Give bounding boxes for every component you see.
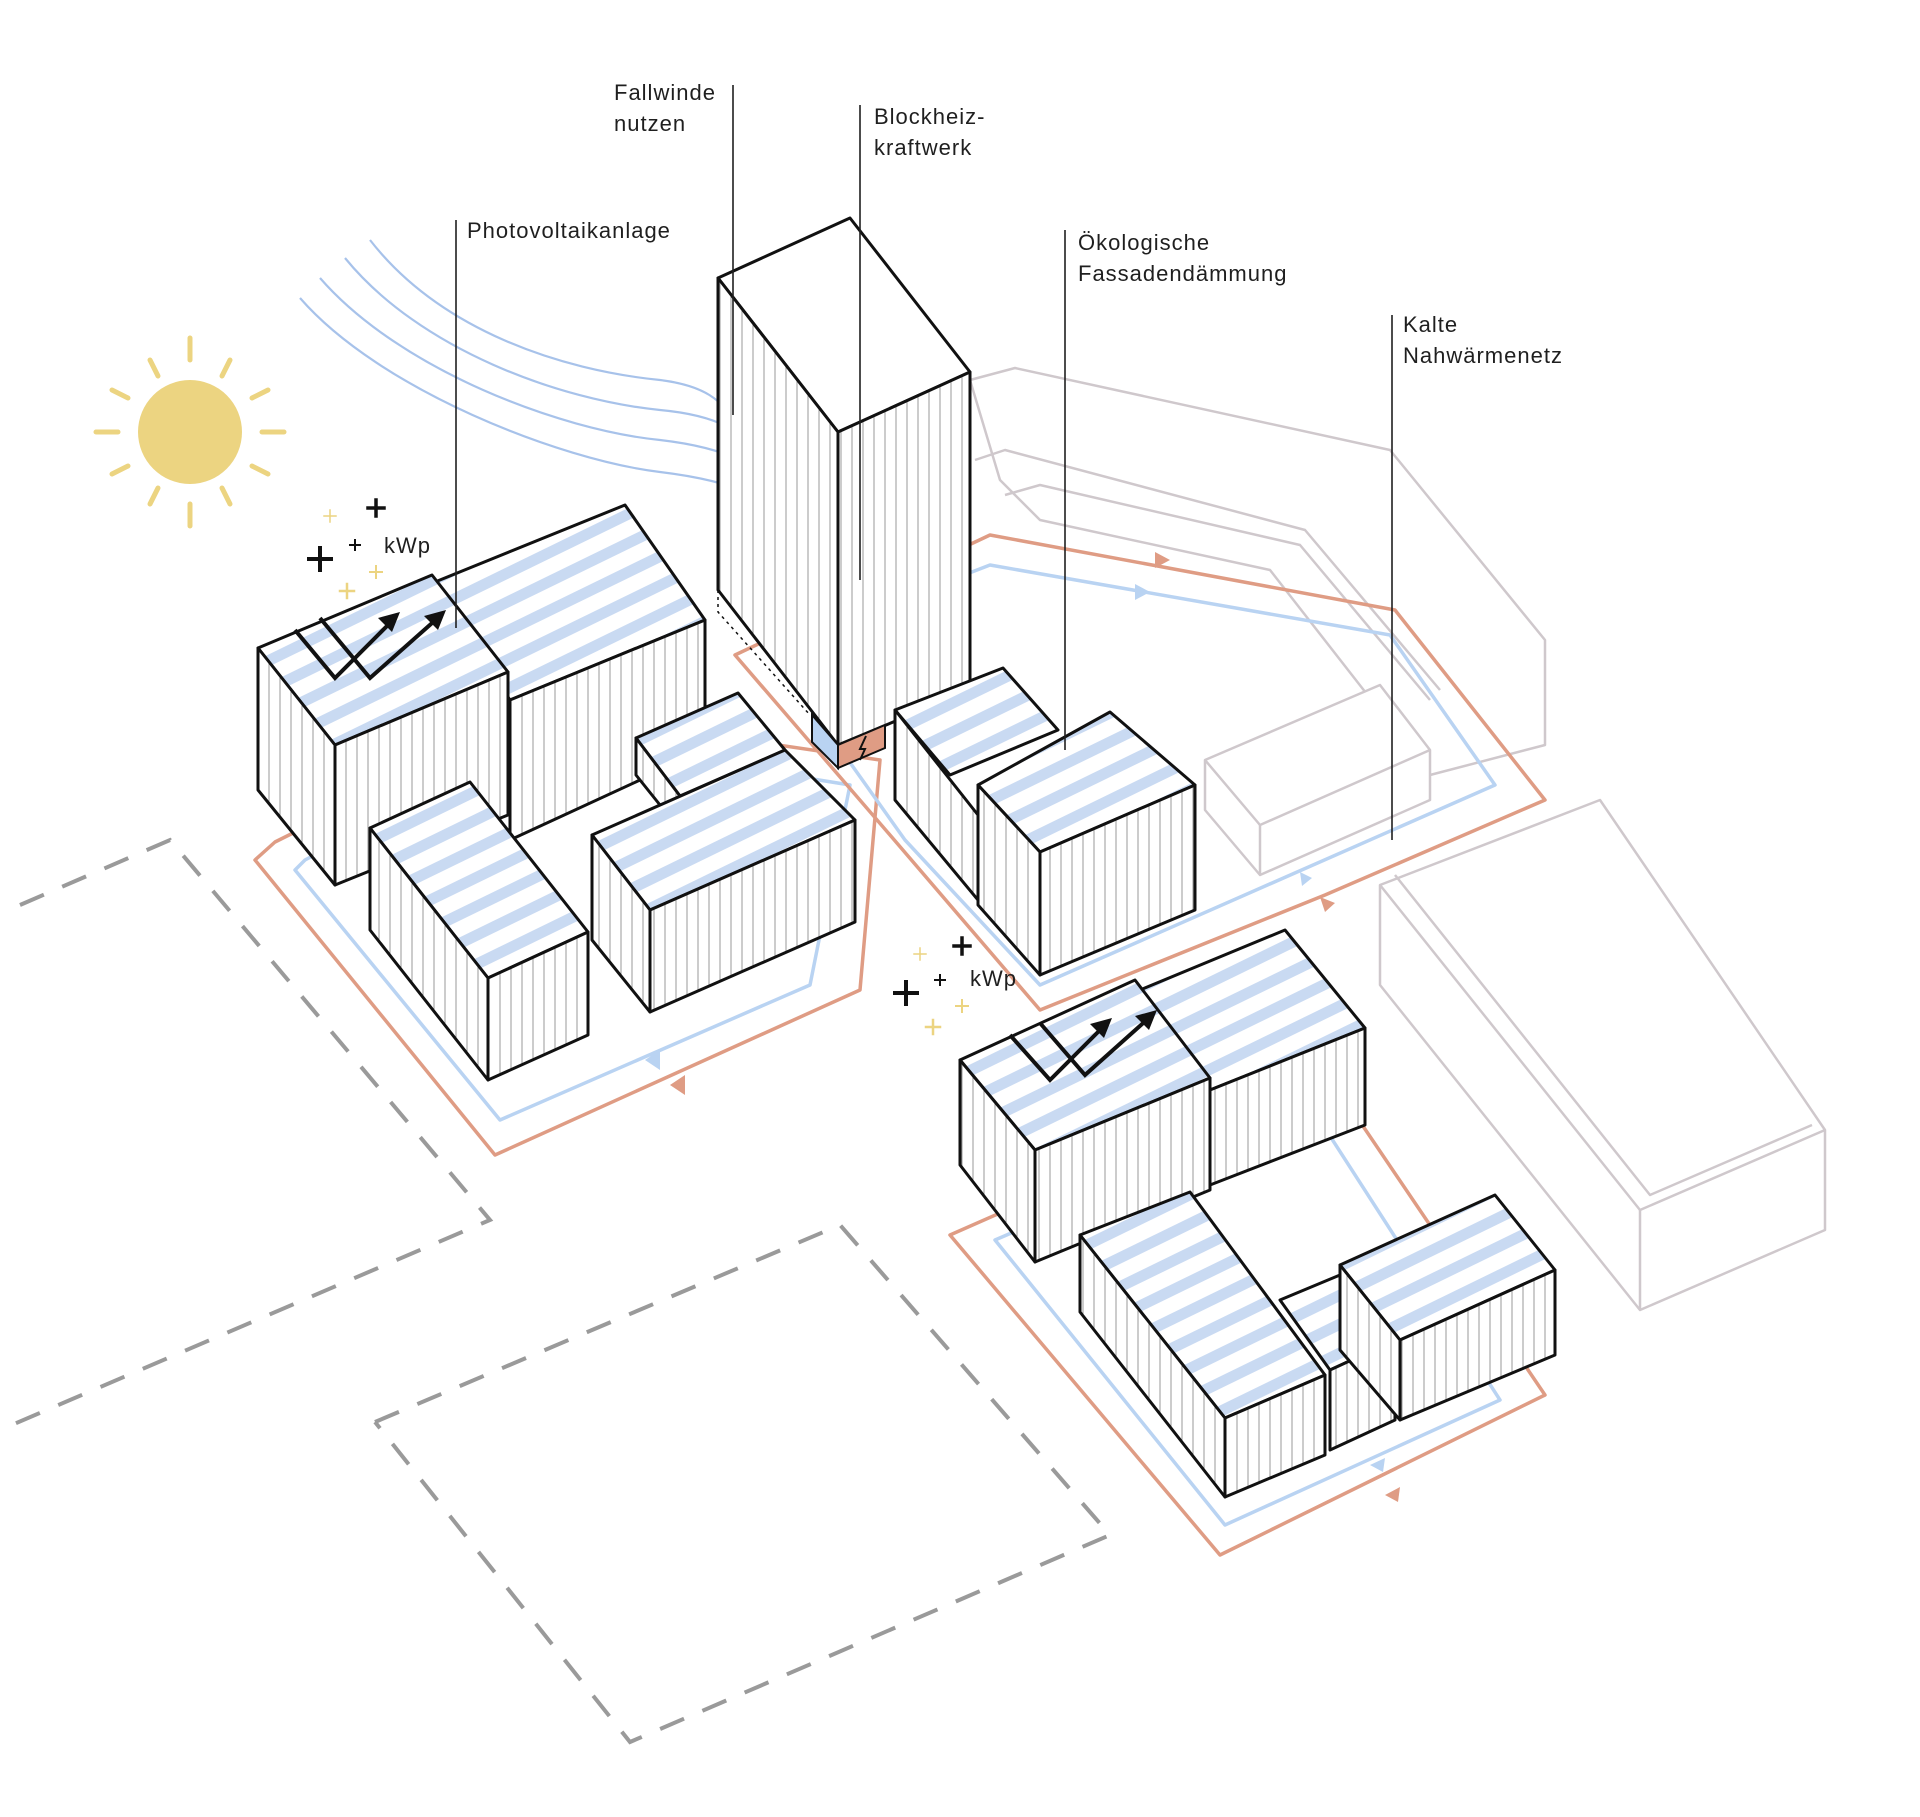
west-front-right	[486, 930, 590, 1082]
west-block-buildings	[256, 503, 857, 1082]
ghost-east-ledge	[1394, 874, 1813, 1197]
central-main-front	[1038, 783, 1197, 977]
flow-arrow-cold-4	[1370, 1458, 1385, 1472]
label-fallwinde-line1: Fallwinde	[614, 80, 716, 105]
west-right-front	[648, 818, 857, 1014]
ghost-roof-ledge-2	[1004, 483, 1431, 701]
flow-arrow-warm-1	[1155, 552, 1170, 568]
empty-plot-outlines	[0, 837, 1114, 1745]
lightning-icon	[858, 735, 867, 761]
flow-arrow-cold-3	[1300, 872, 1312, 886]
existing-buildings-ghost	[968, 366, 1827, 1312]
flow-arrow-warm-4	[1385, 1487, 1400, 1502]
se-right-front	[1398, 1268, 1557, 1422]
ghost-building-middle	[1203, 683, 1432, 877]
se-cube-right	[1033, 1076, 1212, 1264]
label-oeko-line2: Fassadendämmung	[1078, 261, 1287, 286]
label-kalt-line1: Kalte	[1403, 312, 1458, 337]
annotation-labels: Fallwinde nutzen Blockheiz- kraftwerk Ph…	[467, 80, 1563, 368]
leader-lines	[455, 85, 1393, 840]
flow-arrow-cold-2	[645, 1050, 660, 1070]
cold-pipe-central	[768, 563, 1497, 987]
growth-arrow-icon-right	[1008, 1010, 1157, 1083]
se-long-right	[1223, 1373, 1327, 1499]
label-fallwinde-line2: nutzen	[614, 111, 686, 136]
label-oeko-line1: Ökologische	[1078, 230, 1210, 255]
flow-arrow-warm-3	[1320, 897, 1335, 912]
dashed-plot-left	[0, 837, 494, 1432]
growth-arrow-icon	[293, 610, 446, 681]
tower-building	[716, 216, 972, 771]
label-bhkw-line2: kraftwerk	[874, 135, 972, 160]
dashed-plot-bottom	[373, 1222, 1114, 1745]
flow-arrow-cold-1	[1135, 584, 1150, 600]
kwp-label-left: kWp	[384, 533, 431, 558]
central-block-buildings	[893, 666, 1197, 977]
ghost-building-east	[1378, 798, 1827, 1312]
ghost-building-north	[968, 366, 1547, 777]
tower-dotted-line	[717, 590, 811, 716]
label-photovoltaik: Photovoltaikanlage	[467, 218, 671, 243]
label-kalt-line2: Nahwärmenetz	[1403, 343, 1563, 368]
flow-arrow-warm-2	[670, 1075, 685, 1095]
ghost-roof-ledge	[974, 448, 1441, 691]
sun-icon	[93, 335, 287, 529]
label-bhkw-line1: Blockheiz-	[874, 104, 985, 129]
plus-icon-group-left	[307, 498, 386, 600]
central-back-roof	[893, 666, 1060, 777]
plus-icon-group-right	[893, 936, 972, 1036]
warm-pipe-central	[733, 533, 1547, 1012]
kwp-label-right: kWp	[970, 966, 1017, 991]
